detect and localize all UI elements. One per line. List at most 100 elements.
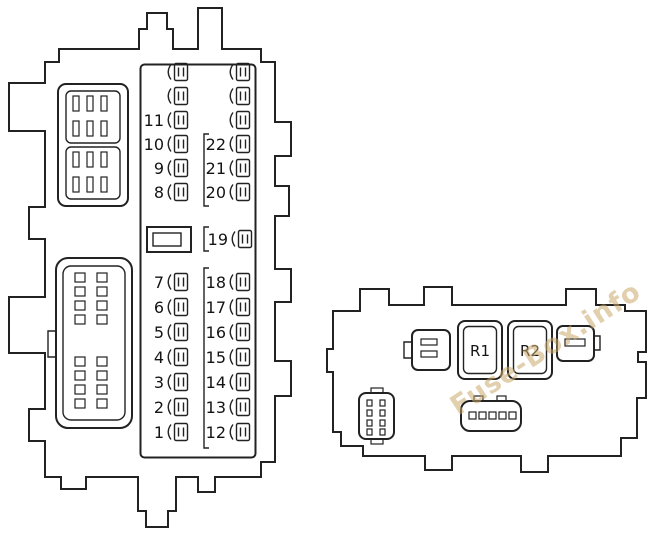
connector-pin xyxy=(366,399,373,407)
connector-pin xyxy=(74,314,86,325)
fuse-9-label: 9 xyxy=(154,159,164,178)
connector-pin xyxy=(96,286,108,297)
connector-pin xyxy=(96,272,108,283)
connector-pin xyxy=(96,300,108,311)
connector-bottom-left-body xyxy=(55,257,133,429)
fuse-4: 4 xyxy=(154,347,189,367)
connector-pin xyxy=(74,370,86,381)
connector-pin xyxy=(72,120,80,137)
fuse-15-label: 15 xyxy=(206,348,226,367)
fuse-12: 12 xyxy=(206,422,251,442)
connector-pin xyxy=(96,384,108,395)
relay-r2-label: R2 xyxy=(520,342,540,360)
connector-relay-bottom-middle-body xyxy=(460,400,522,432)
connector-pin xyxy=(100,120,108,137)
fuse-6-label: 6 xyxy=(154,298,164,317)
connector-pin xyxy=(86,120,94,137)
connector-pin xyxy=(86,95,94,112)
relay-r2: R2 xyxy=(507,320,553,380)
fuse-17: 17 xyxy=(206,297,251,317)
connector-pin xyxy=(72,151,80,168)
relay-box: R1 R2 xyxy=(326,276,647,473)
connector-pin xyxy=(379,428,386,436)
fuse-21-label: 21 xyxy=(206,159,226,178)
connector-pin xyxy=(100,151,108,168)
fuse-22-label: 22 xyxy=(206,135,226,154)
fuse-panel: 11 10 9 8 22 21 xyxy=(139,62,257,459)
connector-relay-left-body xyxy=(411,329,451,371)
fuse-15: 15 xyxy=(206,347,251,367)
connector-pin xyxy=(96,398,108,409)
relay-r1-label: R1 xyxy=(470,342,490,360)
connector-bottom-left xyxy=(47,257,133,429)
main-fusebox: 11 10 9 8 22 21 xyxy=(8,7,292,528)
connector-top-tab xyxy=(473,395,484,402)
fuse-16: 16 xyxy=(206,322,251,342)
fusible-link-outer xyxy=(146,226,192,253)
fuse-12-label: 12 xyxy=(206,423,226,442)
connector-pin xyxy=(366,428,373,436)
fuse-19: 19 xyxy=(203,226,253,252)
connector-pin xyxy=(86,151,94,168)
connector-pin xyxy=(420,338,438,346)
group-bracket-lower-right xyxy=(203,267,209,449)
relay-r2-face xyxy=(512,325,548,375)
connector-pin xyxy=(86,176,94,193)
connector-pin xyxy=(379,399,386,407)
relay-r1-face xyxy=(462,325,498,375)
connector-pin xyxy=(379,419,386,427)
connector-pin xyxy=(366,409,373,417)
connector-pin xyxy=(96,356,108,367)
connector-pin xyxy=(468,411,477,420)
connector-pin xyxy=(478,411,487,420)
main-fusebox-outline xyxy=(8,7,292,528)
fuse-14-label: 14 xyxy=(206,373,226,392)
fuse-3: 3 xyxy=(154,372,189,392)
fuse-3-label: 3 xyxy=(154,373,164,392)
connector-top-tab xyxy=(370,387,384,394)
fuse-13: 13 xyxy=(206,397,251,417)
connector-pin xyxy=(74,356,86,367)
connector-relay-right-body xyxy=(556,325,595,362)
connector-pin xyxy=(420,350,438,358)
fuse-7-label: 7 xyxy=(154,273,164,292)
fuse-6: 6 xyxy=(154,297,189,317)
fuse-8-label: 8 xyxy=(154,183,164,202)
connector-pin xyxy=(366,419,373,427)
relay-r1: R1 xyxy=(457,320,503,380)
connector-relay-left xyxy=(403,329,451,371)
fuse-18-label: 18 xyxy=(206,273,226,292)
connector-pin xyxy=(74,384,86,395)
connector-side-tab xyxy=(47,330,56,358)
fuse-14: 14 xyxy=(206,372,251,392)
fuse-2: 2 xyxy=(154,397,189,417)
connector-pin xyxy=(564,338,586,347)
connector-pin xyxy=(74,286,86,297)
connector-pin xyxy=(74,300,86,311)
fuse-18: 18 xyxy=(206,272,251,292)
fuse-17-label: 17 xyxy=(206,298,226,317)
connector-side-tab xyxy=(594,335,601,351)
relay-r1-body xyxy=(457,320,503,380)
fusible-link-inner xyxy=(152,232,182,247)
fuse-5-label: 5 xyxy=(154,323,164,342)
fuse-10: 10 xyxy=(144,134,189,154)
connector-bottom-tab xyxy=(370,438,384,445)
connector-pin xyxy=(488,411,497,420)
group-bracket-fuse-19 xyxy=(203,226,209,252)
fuse-11-label: 11 xyxy=(144,111,164,130)
fusible-link-box xyxy=(146,226,192,253)
connector-bottom-left-face xyxy=(62,265,126,421)
connector-pin xyxy=(74,398,86,409)
fuse-16-label: 16 xyxy=(206,323,226,342)
connector-pin xyxy=(74,272,86,283)
connector-top-left xyxy=(57,83,129,207)
connector-pin xyxy=(100,176,108,193)
fuse-19-label: 19 xyxy=(208,230,228,249)
connector-top-left-body xyxy=(57,83,129,207)
connector-pin xyxy=(508,411,517,420)
connector-pin xyxy=(100,95,108,112)
fuse-20: 20 xyxy=(206,182,251,202)
